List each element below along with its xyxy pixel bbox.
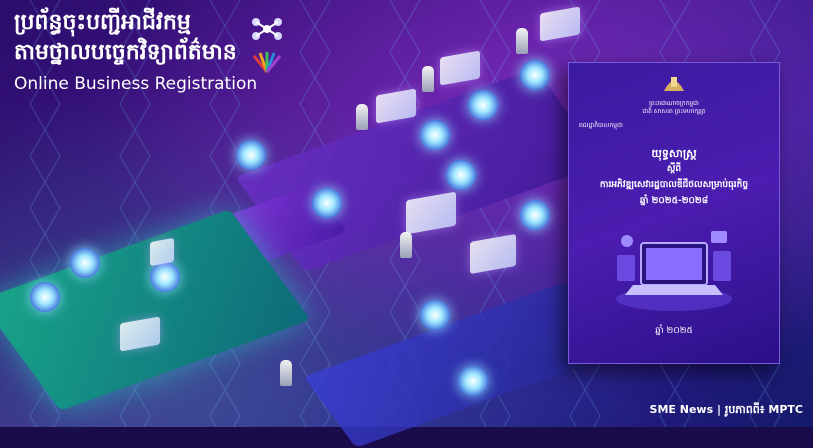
robot-icon (356, 104, 368, 130)
credit-photo: រូបភាពពី៖ MPTC (724, 403, 803, 416)
cambodia-emblem-icon (664, 77, 684, 91)
booklet-year: ឆ្នាំ ២០២៥ (655, 326, 693, 336)
flower-logo-icon (252, 52, 282, 73)
header-title: ប្រព័ន្ធចុះបញ្ជីអាជីវកម្ម តាមថ្នាលបច្ចេក… (14, 8, 257, 96)
node-icon (70, 248, 100, 278)
node-icon (520, 200, 550, 230)
photo-credit: SME News | រូបភាពពី៖ MPTC (650, 403, 803, 419)
booklet-heading2: ស្តីពី (666, 164, 682, 174)
title-khmer-line1: ប្រព័ន្ធចុះបញ្ជីអាជីវកម្ម (14, 10, 191, 35)
booklet-kingdom-line1: ព្រះរាជាណាចក្រកម្ពុជា (649, 100, 699, 107)
screen-card-icon (150, 237, 174, 267)
booklet-heading4: ឆ្នាំ ២០២៥-២០២៨ (639, 196, 709, 206)
strategy-booklet: ព្រះរាជាណាចក្រកម្ពុជា ជាតិ សាសនា ព្រះមហា… (568, 62, 780, 364)
robot-icon (400, 232, 412, 258)
node-icon (420, 300, 450, 330)
title-khmer-line2: តាមថ្នាលបច្ចេកវិទ្យាព័ត៌មាន (14, 40, 237, 65)
robot-icon (280, 360, 292, 386)
credit-source: SME News (649, 403, 714, 416)
booklet-heading1: យុទ្ធសាស្ត្រ (651, 147, 697, 160)
node-icon (30, 282, 60, 312)
node-icon (150, 262, 180, 292)
title-english: Online Business Registration (14, 74, 258, 94)
node-icon (468, 90, 498, 120)
booklet-government: រាជរដ្ឋាភិបាលកម្ពុជា (579, 122, 623, 129)
laptop-illustration-icon (616, 231, 732, 311)
node-icon (236, 140, 266, 170)
robot-icon (516, 28, 528, 54)
booklet-kingdom-line2: ជាតិ សាសនា ព្រះមហាក្សត្រ (642, 108, 706, 115)
node-icon (458, 366, 488, 396)
robot-icon (422, 66, 434, 92)
mptc-logo-icon (252, 18, 282, 40)
node-icon (446, 160, 476, 190)
node-icon (312, 188, 342, 218)
credit-separator: | (713, 403, 725, 416)
node-icon (420, 120, 450, 150)
node-icon (520, 60, 550, 90)
booklet-heading3: ការអភិវឌ្ឍសេវារដ្ឋបាលឌីជីថលសម្រាប់ធុរកិច… (599, 180, 749, 190)
